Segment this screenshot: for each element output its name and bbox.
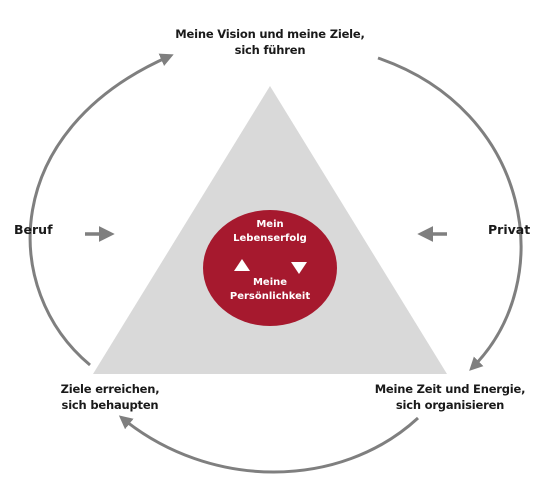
label-lebenserfolg: Mein Lebenserfolg <box>233 219 307 244</box>
triangle-down-icon <box>291 262 307 274</box>
cycle-arrow-left-top <box>28 53 174 367</box>
cycle-arrow-right <box>377 56 523 371</box>
label-persoenlichkeit: Meine Persönlichkeit <box>229 277 311 302</box>
label-privat: Privat <box>488 222 531 237</box>
label-vision: Meine Vision und meine Ziele, sich führe… <box>175 27 365 57</box>
label-zeit-energie: Meine Zeit und Energie, sich organisiere… <box>374 382 526 412</box>
label-ziele-erreichen: Ziele erreichen, sich behaupten <box>60 382 160 412</box>
triangle-up-icon <box>234 259 250 271</box>
label-beruf: Beruf <box>14 222 53 237</box>
center-circle <box>203 210 337 326</box>
cycle-arrow-bottom <box>118 415 420 474</box>
